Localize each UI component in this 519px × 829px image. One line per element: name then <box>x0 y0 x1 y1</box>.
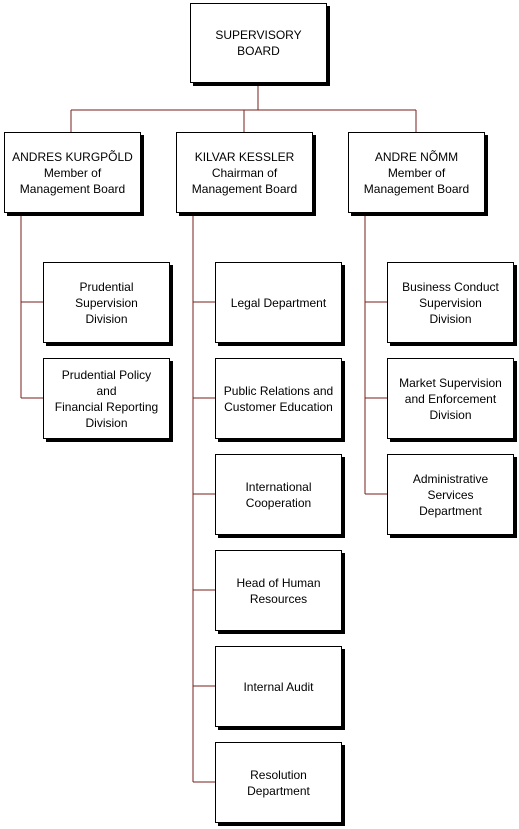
unit-label: Legal Department <box>230 295 327 310</box>
head-role: Member of Management Board <box>363 165 470 196</box>
unit-label: Market Supervision and Enforcement Divis… <box>399 375 502 422</box>
unit-label: Prudential Supervision Division <box>75 279 138 326</box>
head-box-kilvar-kessler: KILVAR KESSLER Chairman of Management Bo… <box>176 132 313 213</box>
unit-box-business-conduct: Business Conduct Supervision Division <box>387 262 514 343</box>
head-role: Chairman of Management Board <box>191 165 298 196</box>
unit-box-public-relations: Public Relations and Customer Education <box>215 358 342 439</box>
unit-box-international-cooperation: International Cooperation <box>215 454 342 535</box>
unit-label: International Cooperation <box>245 479 312 510</box>
unit-box-prudential-supervision: Prudential Supervision Division <box>43 262 170 343</box>
unit-label: Internal Audit <box>243 679 314 694</box>
unit-label: Business Conduct Supervision Division <box>402 279 499 326</box>
unit-box-resolution-department: Resolution Department <box>215 742 342 823</box>
head-name: ANDRE NÕMM <box>374 149 459 164</box>
head-box-andre-nomm: ANDRE NÕMM Member of Management Board <box>348 132 485 213</box>
unit-label: Public Relations and Customer Education <box>223 383 334 414</box>
unit-box-administrative-services: Administrative Services Department <box>387 454 514 535</box>
unit-label: Head of Human Resources <box>236 575 321 606</box>
head-role: Member of Management Board <box>19 165 126 196</box>
unit-label: Resolution Department <box>247 767 310 798</box>
unit-box-prudential-policy: Prudential Policy and Financial Reportin… <box>43 358 170 439</box>
unit-label: Administrative Services Department <box>412 471 489 518</box>
supervisory-board-label: SUPERVISORY BOARD <box>215 28 302 58</box>
unit-label: Prudential Policy and Financial Reportin… <box>54 367 159 430</box>
unit-box-market-supervision: Market Supervision and Enforcement Divis… <box>387 358 514 439</box>
head-box-andres-kurgpold: ANDRES KURGPÕLD Member of Management Boa… <box>4 132 141 213</box>
unit-box-internal-audit: Internal Audit <box>215 646 342 727</box>
unit-box-legal-department: Legal Department <box>215 262 342 343</box>
supervisory-board-box: SUPERVISORY BOARD <box>190 3 327 83</box>
head-name: KILVAR KESSLER <box>194 149 295 164</box>
unit-box-human-resources: Head of Human Resources <box>215 550 342 631</box>
head-name: ANDRES KURGPÕLD <box>12 149 133 164</box>
